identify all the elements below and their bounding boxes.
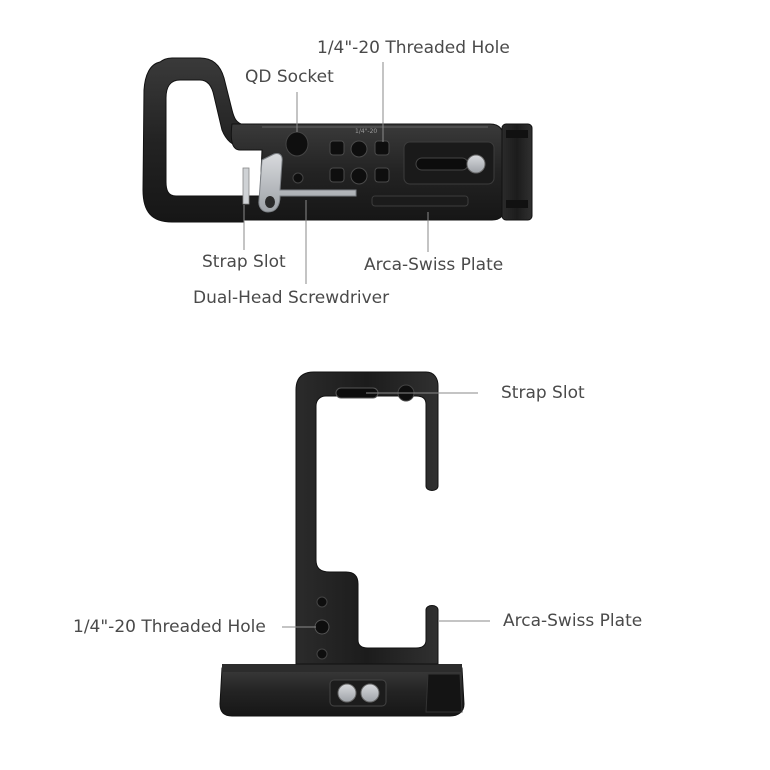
top-mount-slot bbox=[415, 157, 469, 171]
top-mount-screw bbox=[466, 154, 486, 174]
label-top-dual-head-screwdriver: Dual-Head Screwdriver bbox=[193, 288, 390, 308]
top-arca-groove bbox=[371, 195, 469, 207]
top-hole-cluster bbox=[329, 140, 390, 185]
label-top-arca-swiss-plate: Arca-Swiss Plate bbox=[364, 255, 504, 275]
side-bracket-image bbox=[219, 371, 465, 717]
side-arm-hole bbox=[316, 648, 328, 660]
side-vertical-arm bbox=[295, 371, 439, 665]
side-clamp-knob bbox=[425, 673, 463, 713]
label-top-threaded-hole: 1/4"-20 Threaded Hole bbox=[317, 38, 510, 58]
top-small-hole bbox=[292, 172, 304, 184]
top-strap-pin bbox=[242, 167, 250, 205]
side-threaded-hole bbox=[314, 619, 330, 635]
leader-lines bbox=[243, 62, 490, 628]
top-qd-socket bbox=[285, 131, 309, 157]
top-side-clamp bbox=[501, 123, 533, 221]
label-top-qd-socket: QD Socket bbox=[245, 67, 334, 87]
label-side-strap-slot: Strap Slot bbox=[501, 383, 585, 403]
label-side-threaded-hole: 1/4"-20 Threaded Hole bbox=[73, 617, 266, 637]
label-top-strap-slot: Strap Slot bbox=[202, 252, 286, 272]
top-bracket-grip-loop bbox=[142, 57, 245, 223]
top-engraving: 1/4"-20 bbox=[355, 128, 377, 135]
side-arm-hole bbox=[316, 596, 328, 608]
top-bracket-image: 1/4"-20 bbox=[142, 57, 533, 223]
label-side-arca-swiss-plate: Arca-Swiss Plate bbox=[503, 611, 643, 631]
